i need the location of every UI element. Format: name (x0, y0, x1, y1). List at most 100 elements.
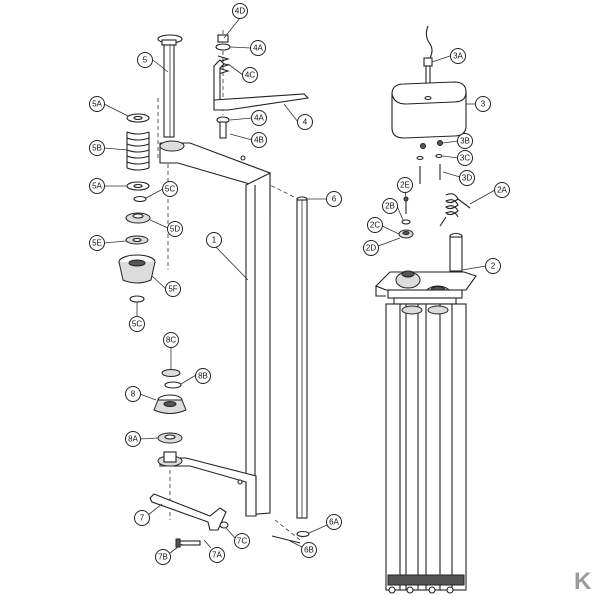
svg-text:5C: 5C (132, 320, 142, 329)
callout-4a: 4A (251, 110, 267, 126)
callout-4: 4 (297, 114, 313, 130)
svg-text:4A: 4A (254, 114, 264, 123)
callout-5a: 5A (89, 96, 105, 112)
callout-8: 8 (125, 386, 141, 402)
svg-text:4: 4 (303, 118, 308, 127)
svg-text:2D: 2D (366, 244, 376, 253)
svg-text:6A: 6A (329, 518, 339, 527)
lever-7 (149, 493, 227, 531)
callout-6a: 6A (326, 514, 342, 530)
svg-text:5: 5 (143, 56, 148, 65)
callout-3d: 3D (459, 170, 475, 186)
callout-8a: 8A (125, 431, 141, 447)
svg-text:K: K (574, 568, 592, 595)
washer-5e (125, 235, 149, 245)
screw-3b (420, 140, 443, 149)
callout-2c: 2C (367, 217, 383, 233)
callout-4a: 4A (250, 40, 266, 56)
callout-3b: 3B (457, 133, 473, 149)
svg-text:3: 3 (481, 100, 486, 109)
washer-3c (416, 153, 443, 161)
svg-text:2: 2 (491, 262, 496, 271)
svg-text:3C: 3C (460, 154, 470, 163)
housing-5f (118, 254, 156, 284)
callout-7b: 7B (155, 549, 171, 565)
svg-text:4C: 4C (245, 71, 255, 80)
callout-8b: 8B (195, 368, 211, 384)
callout-5a: 5A (89, 178, 105, 194)
callout-5d: 5D (167, 221, 183, 237)
svg-text:2C: 2C (370, 221, 380, 230)
bearing-5d (125, 212, 151, 224)
svg-text:2B: 2B (385, 202, 395, 211)
callout-3a: 3A (450, 48, 466, 64)
svg-text:6B: 6B (304, 546, 314, 555)
callout-3: 3 (475, 96, 491, 112)
svg-text:3B: 3B (460, 137, 470, 146)
svg-text:1: 1 (212, 236, 217, 245)
callout-5b: 5B (89, 140, 105, 156)
nut-7c (219, 521, 229, 529)
callout-5c: 5C (129, 316, 145, 332)
svg-text:2E: 2E (400, 181, 410, 190)
svg-text:7: 7 (140, 514, 145, 523)
ring-8b (164, 381, 182, 389)
bolt-3d (419, 164, 441, 184)
callout-2: 2 (485, 258, 501, 274)
washer-5a (126, 113, 150, 123)
hub-8 (153, 394, 187, 414)
callout-2b: 2B (382, 198, 398, 214)
cap-8c (161, 369, 181, 377)
clip-5c (133, 195, 147, 203)
callout-5f: 5F (165, 281, 181, 297)
callout-7: 7 (134, 510, 150, 526)
callout-2d: 2D (363, 240, 379, 256)
callout-5c: 5C (162, 181, 178, 197)
washer-5a (126, 181, 150, 191)
washer-2b (401, 219, 411, 225)
callout-5e: 5E (89, 235, 105, 251)
svg-text:3A: 3A (453, 52, 463, 61)
bolt-7b (175, 538, 201, 548)
svg-text:6: 6 (332, 195, 337, 204)
svg-text:7A: 7A (212, 551, 222, 560)
callout-4c: 4C (242, 67, 258, 83)
lever-4 (213, 59, 310, 139)
svg-text:4A: 4A (253, 44, 263, 53)
callout-2a: 2A (494, 182, 510, 198)
callout-3c: 3C (457, 150, 473, 166)
callout-4b: 4B (251, 132, 267, 148)
frame-1 (157, 140, 271, 517)
svg-text:7C: 7C (237, 537, 247, 546)
brand-logo: K (572, 566, 598, 595)
svg-text:2A: 2A (497, 186, 507, 195)
spring-4c (216, 55, 230, 75)
svg-text:5A: 5A (92, 100, 102, 109)
nut-4d (215, 34, 231, 51)
washer-6a (296, 530, 310, 538)
svg-text:5B: 5B (92, 144, 102, 153)
shaft-5 (157, 34, 183, 138)
clip-5c (129, 295, 145, 303)
svg-text:8C: 8C (166, 336, 176, 345)
sensor-3a (423, 25, 433, 87)
callout-7c: 7C (234, 533, 250, 549)
column-2 (375, 232, 477, 594)
svg-text:8A: 8A (128, 435, 138, 444)
svg-text:5A: 5A (92, 182, 102, 191)
screw-2e (403, 196, 409, 214)
svg-text:5E: 5E (92, 239, 102, 248)
svg-text:8B: 8B (198, 372, 208, 381)
pin-6b (271, 535, 301, 544)
rod-6 (296, 196, 308, 519)
gear-2c (398, 229, 414, 239)
svg-text:7B: 7B (158, 553, 168, 562)
washer-8a (157, 432, 183, 444)
callout-6b: 6B (301, 542, 317, 558)
callout-7a: 7A (209, 547, 225, 563)
cover-3 (391, 81, 467, 139)
callout-8c: 8C (163, 332, 179, 348)
callout-6: 6 (326, 191, 342, 207)
